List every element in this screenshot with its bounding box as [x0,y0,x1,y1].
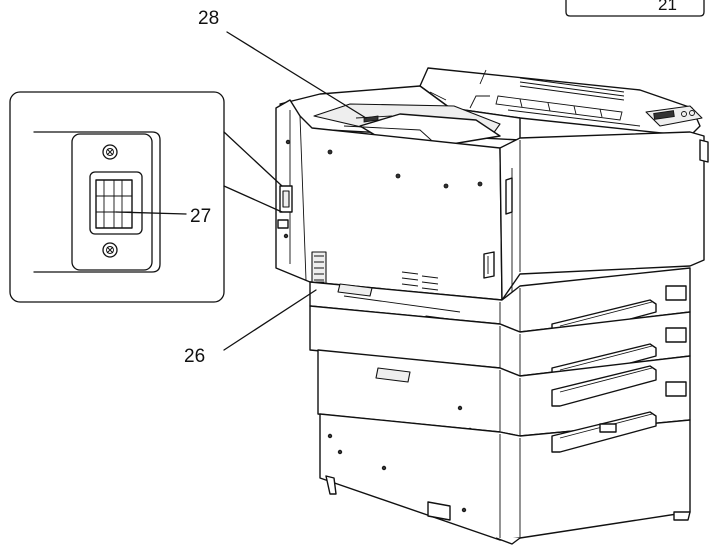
connector-port [277,185,293,229]
callout-26: 26 [184,346,205,367]
printer-body [275,67,709,545]
inset-detail-box [9,91,283,303]
callout-27: 27 [190,206,211,227]
control-panel [645,105,703,127]
side-screws [283,139,483,239]
page-number-tag: 21 [565,0,705,17]
callout-28: 28 [198,8,219,29]
leader-lines [115,31,367,351]
page-number: 21 [658,0,677,14]
side-vent [401,271,439,291]
top-vent [519,77,625,101]
